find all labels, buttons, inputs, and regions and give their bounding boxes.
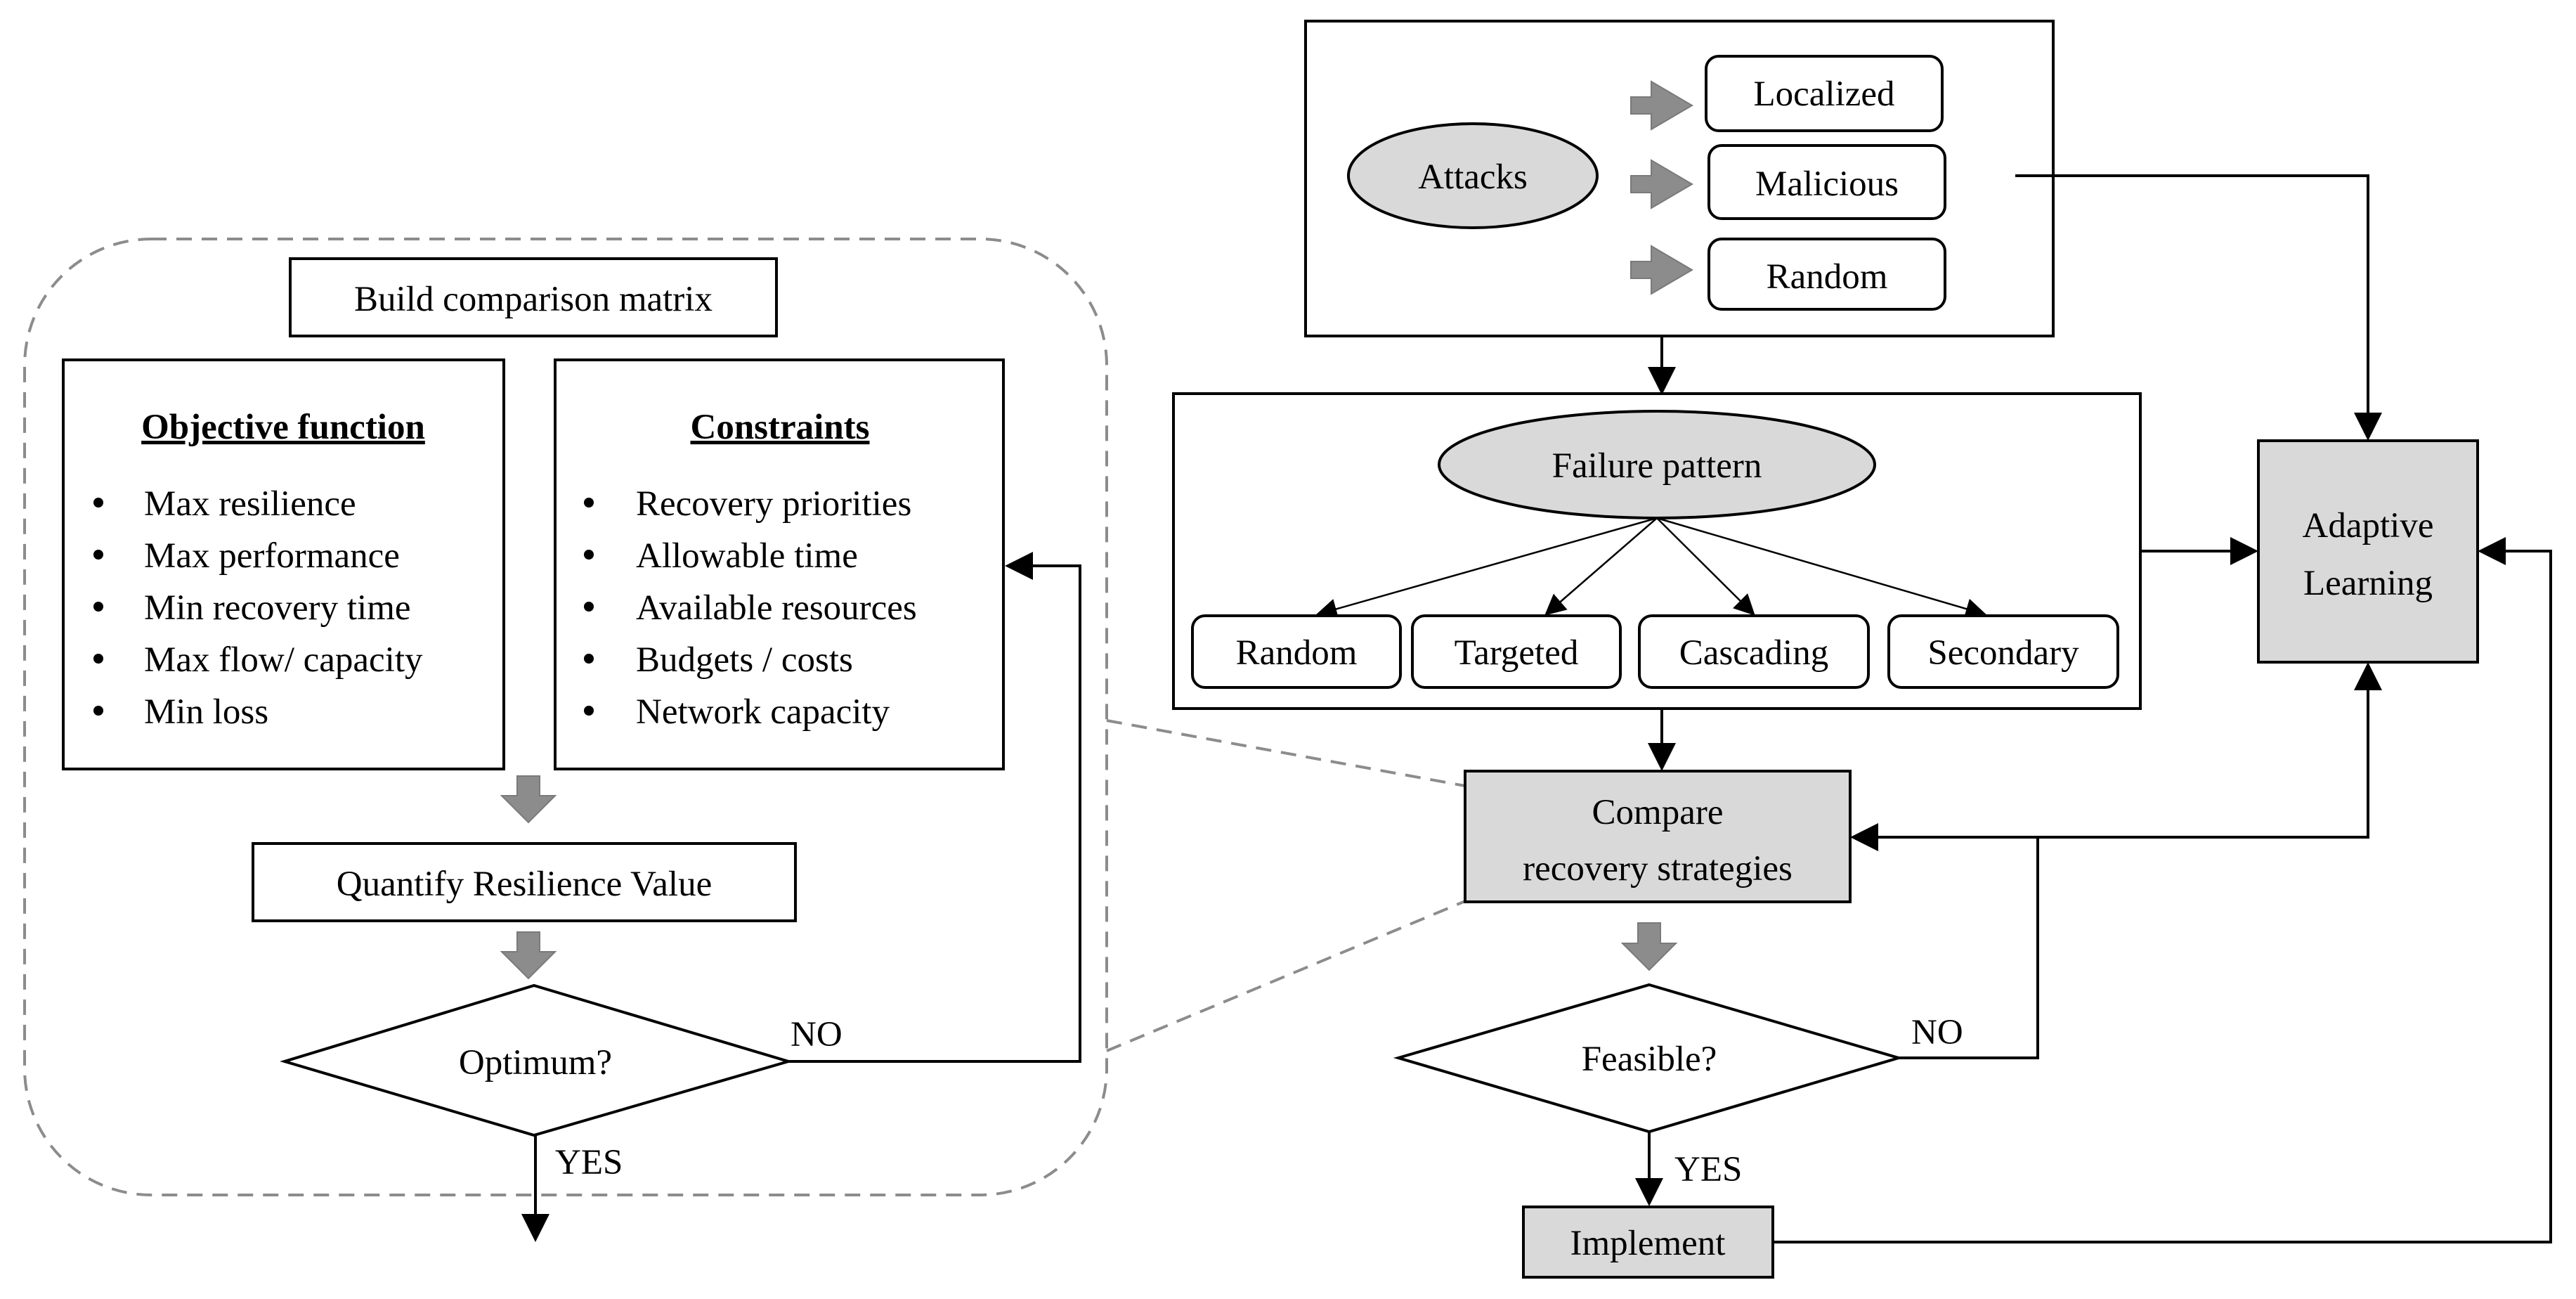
- failure-type-label: Random: [1236, 633, 1358, 673]
- quantify-label: Quantify Resilience Value: [337, 865, 712, 904]
- list-item: Allowable time: [584, 536, 858, 576]
- list-item: Budgets / costs: [584, 640, 853, 680]
- build-matrix-label: Build comparison matrix: [354, 280, 713, 319]
- failure-type-random: Random: [1191, 614, 1402, 689]
- failure-type-cascading: Cascading: [1638, 614, 1870, 689]
- list-item: Network capacity: [584, 692, 890, 732]
- list-item: Min loss: [93, 692, 268, 732]
- compare-label-line2: recovery strategies: [1523, 849, 1793, 888]
- objective-item: Max performance: [144, 536, 400, 576]
- attacks-panel: Attacks Localized Malicious Random: [1304, 20, 2055, 337]
- failure-type-label: Targeted: [1455, 633, 1579, 673]
- bullet-icon: [584, 654, 594, 664]
- flow-arrow-icon: [500, 931, 557, 980]
- constraint-item: Network capacity: [636, 692, 890, 732]
- optimum-no-label: NO: [791, 1015, 843, 1054]
- attacks-node: [1347, 122, 1599, 229]
- learning-to-compare-connector: [2038, 662, 2382, 839]
- feasible-no-label: NO: [1911, 1013, 1963, 1052]
- build-matrix-box: Build comparison matrix: [289, 257, 778, 337]
- bullet-icon: [93, 602, 103, 612]
- detail-panel-outline: [23, 238, 1108, 1196]
- quantify-box: Quantify Resilience Value: [252, 842, 797, 922]
- objective-function-title: Objective function: [141, 408, 425, 447]
- list-item: Max flow/ capacity: [93, 640, 423, 680]
- constraints-box: Constraints Recovery priorities Allowabl…: [554, 358, 1005, 770]
- optimum-decision: Optimum?: [280, 983, 794, 1137]
- attack-type-label: Malicious: [1755, 164, 1899, 204]
- bullet-icon: [584, 498, 594, 508]
- failure-branch-connector: [1656, 517, 1755, 616]
- compare-node: Compare recovery strategies: [1464, 770, 1852, 903]
- attack-arrow-icon: [1630, 80, 1693, 131]
- attack-type-label: Random: [1767, 257, 1888, 297]
- implement-node: Implement: [1522, 1206, 1774, 1279]
- constraint-item: Budgets / costs: [636, 640, 853, 680]
- list-item: Min recovery time: [93, 588, 411, 628]
- constraint-item: Available resources: [636, 588, 917, 628]
- feasible-label: Feasible?: [1582, 1040, 1717, 1079]
- constraints-list: Recovery priorities Allowable time Avail…: [584, 484, 917, 732]
- failure-type-label: Cascading: [1679, 633, 1828, 673]
- adaptive-learning-node: Adaptive Learning: [2257, 439, 2479, 664]
- optimum-yes-label: YES: [555, 1143, 623, 1182]
- bullet-icon: [584, 602, 594, 612]
- failure-type-targeted: Targeted: [1411, 614, 1622, 689]
- zoom-connector-top: [1106, 719, 1466, 787]
- implement-label: Implement: [1570, 1224, 1726, 1263]
- attacks-label: Attacks: [1418, 157, 1528, 197]
- objective-function-box: Objective function Max resilience Max pe…: [62, 358, 505, 770]
- failure-pattern-panel: Failure pattern Random Targeted Cascadin…: [1172, 392, 2142, 710]
- feasible-yes-label: YES: [1674, 1150, 1742, 1189]
- attack-arrow-icon: [1630, 159, 1693, 209]
- bullet-icon: [93, 654, 103, 664]
- flow-arrow-icon: [500, 775, 557, 824]
- adaptive-learning-line1: Adaptive: [2303, 506, 2434, 545]
- attack-type-random: Random: [1707, 238, 1946, 311]
- feasible-decision: Feasible?: [1393, 983, 1904, 1134]
- objective-item: Max flow/ capacity: [144, 640, 423, 680]
- objective-item: Max resilience: [144, 484, 356, 524]
- failure-branch-connector: [1656, 517, 1987, 619]
- constraints-title: Constraints: [690, 408, 869, 447]
- objective-item: Min loss: [144, 692, 268, 732]
- attack-arrow-icon: [1630, 245, 1693, 295]
- attacks-to-learning-connector: [2015, 174, 2382, 441]
- objective-list: Max resilience Max performance Min recov…: [93, 484, 423, 732]
- attack-type-malicious: Malicious: [1707, 144, 1946, 220]
- attack-type-localized: Localized: [1705, 55, 1944, 132]
- implement-to-learning-connector: [1773, 537, 2552, 1243]
- optimum-no-connector: [788, 552, 1081, 1063]
- constraint-item: Allowable time: [636, 536, 858, 576]
- constraint-item: Recovery priorities: [636, 484, 911, 524]
- failure-type-secondary: Secondary: [1887, 614, 2119, 689]
- failure-branch-connector: [1315, 517, 1658, 619]
- list-item: Recovery priorities: [584, 484, 911, 524]
- failure-branch-connector: [1544, 517, 1658, 616]
- adaptive-learning-line2: Learning: [2303, 564, 2433, 603]
- attack-type-label: Localized: [1753, 75, 1894, 114]
- list-item: Max resilience: [93, 484, 356, 524]
- objective-item: Min recovery time: [144, 588, 411, 628]
- bullet-icon: [584, 550, 594, 560]
- list-item: Available resources: [584, 588, 917, 628]
- failure-type-label: Secondary: [1927, 633, 2079, 673]
- zoom-connector-bottom: [1106, 898, 1469, 1052]
- bullet-icon: [584, 706, 594, 716]
- bullet-icon: [93, 498, 103, 508]
- flow-arrow-icon: [1620, 922, 1678, 971]
- compare-label-line1: Compare: [1592, 793, 1724, 832]
- bullet-icon: [93, 550, 103, 560]
- failure-pattern-label: Failure pattern: [1552, 446, 1762, 486]
- optimum-label: Optimum?: [459, 1043, 612, 1082]
- bullet-icon: [93, 706, 103, 716]
- list-item: Max performance: [93, 536, 400, 576]
- feasible-no-connector: [1850, 823, 2039, 1059]
